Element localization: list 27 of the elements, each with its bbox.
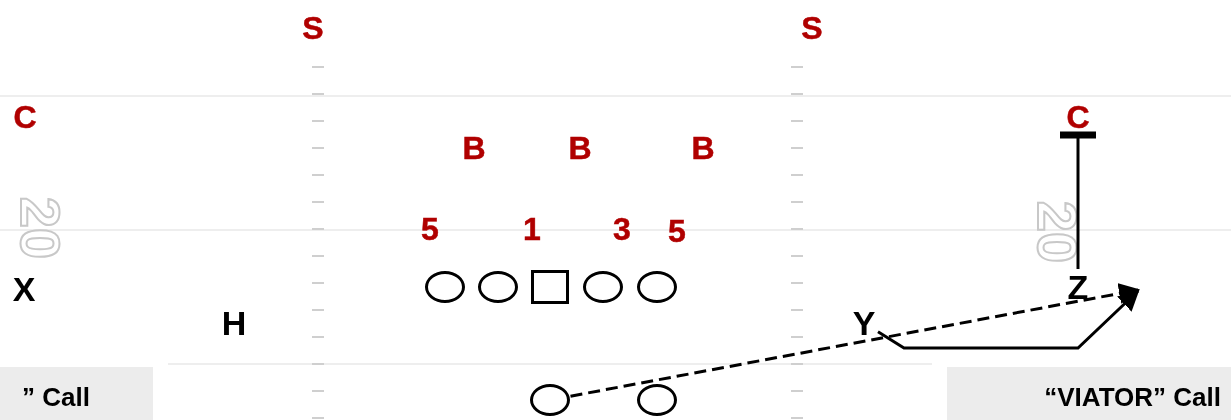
player-letter: H: [221, 306, 247, 340]
player-circle: [637, 384, 677, 416]
player-circle: [583, 271, 623, 303]
technique-number: 5: [668, 215, 686, 247]
player-circle: [478, 271, 518, 303]
center-square: [531, 270, 569, 304]
block-line: [1060, 131, 1096, 269]
defender-letter: B: [568, 132, 592, 164]
player-letter: Y: [852, 306, 876, 340]
defender-letter: S: [801, 12, 823, 44]
motion-arrow: [570, 283, 1141, 398]
player-letter: Z: [1067, 270, 1089, 304]
defender-letter: C: [1066, 101, 1090, 133]
player-circle: [425, 271, 465, 303]
play-call-text: “VIATOR” Call: [1044, 384, 1221, 410]
play-call-text: ” Call: [22, 384, 90, 410]
route-arrow: [877, 289, 1140, 350]
technique-number: 3: [613, 213, 631, 245]
player-circle: [530, 384, 570, 416]
defender-letter: S: [302, 12, 324, 44]
defender-letter: B: [691, 132, 715, 164]
technique-number: 5: [421, 213, 439, 245]
defender-letter: B: [462, 132, 486, 164]
technique-number: 1: [523, 213, 541, 245]
player-circle: [637, 271, 677, 303]
player-letter: X: [12, 272, 36, 306]
defender-letter: C: [13, 101, 37, 133]
